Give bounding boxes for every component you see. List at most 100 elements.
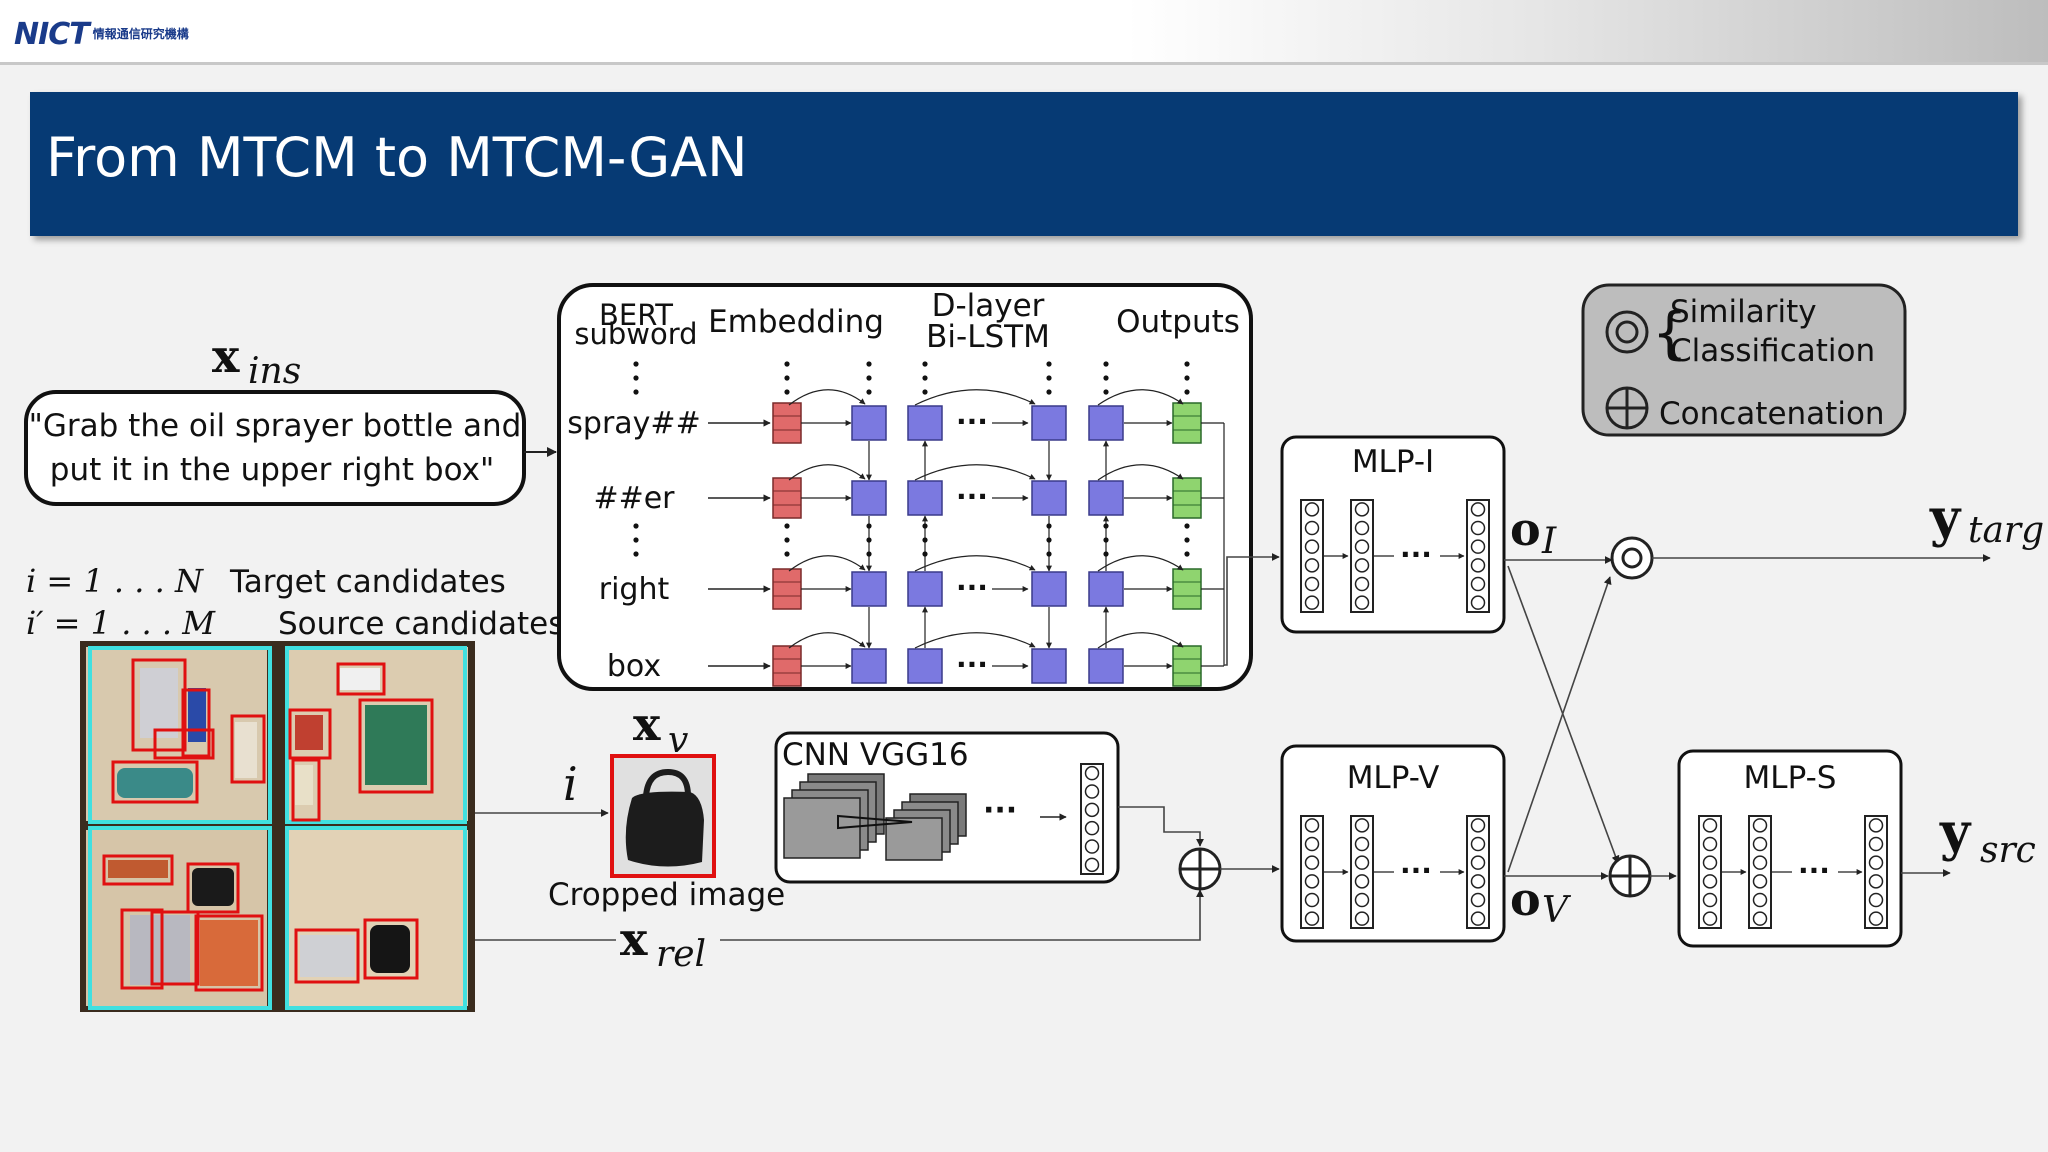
neuron-column: [1864, 815, 1888, 929]
o-v-main: o: [1510, 872, 1541, 926]
x-ins-main: x: [212, 329, 240, 383]
instruction-box: [24, 390, 526, 506]
sequence-dot: [866, 523, 872, 529]
sequence-dot: [1103, 551, 1109, 557]
neuron-column: [1300, 499, 1324, 613]
embedding-cell: [772, 402, 802, 444]
neuron-column: [1300, 815, 1324, 929]
layer-ellipsis: ···: [956, 405, 988, 438]
lstm-cell: [1031, 405, 1067, 441]
lstm-cell: [851, 480, 887, 516]
title-banner: [30, 92, 2018, 236]
neuron-column: [1466, 815, 1490, 929]
target-candidates-label: Target candidates: [229, 564, 506, 600]
y-targ-main: y: [1929, 488, 1962, 549]
sequence-dot: [1103, 537, 1109, 543]
col-dlayer-line2: Bi-LSTM: [926, 319, 1050, 355]
lstm-grid: spray##···##er···right···box···: [567, 361, 1225, 687]
sequence-dot: [922, 375, 928, 381]
legend-concatenation: Concatenation: [1659, 396, 1885, 432]
cropped-image-caption: Cropped image: [548, 877, 785, 913]
logo-subtitle: 情報通信研究機構: [92, 26, 189, 41]
logo-mark: NICT: [14, 16, 90, 52]
col-embedding: Embedding: [708, 304, 884, 340]
o-v-sub: V: [1542, 890, 1572, 931]
sequence-dot: [866, 389, 872, 395]
lstm-cell: [907, 480, 943, 516]
token-label: right: [599, 572, 670, 607]
token-label: ##er: [593, 481, 675, 516]
neuron-column: [1748, 815, 1772, 929]
sequence-dot: [866, 361, 872, 367]
sequence-dot: [1046, 361, 1052, 367]
sequence-dot: [1184, 389, 1190, 395]
y-src-sub: src: [1980, 830, 2036, 871]
cnn-ellipsis: ···: [983, 793, 1017, 828]
cropped-image: [610, 754, 716, 878]
target-index: i = 1 . . . N: [26, 562, 204, 600]
sequence-dot: [866, 537, 872, 543]
lstm-cell: [907, 405, 943, 441]
lstm-cell: [907, 571, 943, 607]
scene-photo: [80, 641, 475, 1012]
sequence-dot: [784, 361, 790, 367]
o-i-main: o: [1510, 502, 1541, 556]
lstm-cell: [1031, 648, 1067, 684]
sequence-dot: [633, 551, 639, 557]
sequence-dot: [1103, 389, 1109, 395]
sequence-dot: [1184, 361, 1190, 367]
sequence-dot: [633, 361, 639, 367]
sequence-dot: [922, 389, 928, 395]
similarity-symbol-icon: [1605, 310, 1649, 354]
lstm-cell: [1088, 571, 1124, 607]
lstm-cell: [907, 648, 943, 684]
sequence-dot: [922, 361, 928, 367]
col-dlayer-line1: D-layer: [932, 288, 1045, 324]
concat-node-v: [1178, 847, 1222, 891]
lstm-cell: [1088, 405, 1124, 441]
sequence-dot: [1184, 375, 1190, 381]
candidate-boxes: [88, 646, 467, 1010]
cnn-label: CNN VGG16: [782, 737, 969, 773]
top-bar: NICT 情報通信研究機構: [0, 0, 2048, 65]
sequence-dot: [784, 537, 790, 543]
embedding-cell: [772, 477, 802, 519]
mlp-s-block: [1677, 749, 1903, 948]
x-ins-sub: ins: [248, 351, 301, 392]
lstm-cell: [1088, 480, 1124, 516]
layer-ellipsis: ···: [956, 480, 988, 513]
mlp-ellipsis: ···: [1400, 538, 1432, 571]
sequence-dot: [784, 375, 790, 381]
brace-glyph: {: [1652, 301, 1688, 366]
o-i-sub: I: [1541, 521, 1557, 562]
sequence-dot: [922, 537, 928, 543]
object-boxes: [102, 658, 434, 992]
sequence-dot: [1046, 537, 1052, 543]
sequence-dot: [1046, 551, 1052, 557]
embedding-cell: [772, 645, 802, 687]
sequence-dot: [633, 389, 639, 395]
source-index: i′ = 1 . . . M: [26, 604, 216, 642]
sequence-dot: [633, 375, 639, 381]
lstm-cell: [1088, 648, 1124, 684]
sequence-dot: [784, 551, 790, 557]
mlp-i-block: [1280, 435, 1506, 634]
sequence-dot: [1184, 537, 1190, 543]
slide-title: From MTCM to MTCM-GAN: [46, 126, 748, 189]
sequence-dot: [1103, 523, 1109, 529]
lstm-cell: [1031, 480, 1067, 516]
sequence-dot: [633, 537, 639, 543]
y-src-main: y: [1939, 802, 1972, 863]
neuron-column: [1080, 763, 1104, 875]
output-cell: [1172, 402, 1202, 444]
sequence-dot: [1103, 361, 1109, 367]
lstm-cell: [851, 648, 887, 684]
neuron-column: [1350, 815, 1374, 929]
neuron-column: [1350, 499, 1374, 613]
token-label: box: [607, 649, 661, 684]
sequence-dot: [1046, 375, 1052, 381]
legend-box: { Similarity Classification Concatenatio…: [1581, 283, 1907, 437]
sequence-dot: [633, 523, 639, 529]
lstm-cell: [851, 405, 887, 441]
